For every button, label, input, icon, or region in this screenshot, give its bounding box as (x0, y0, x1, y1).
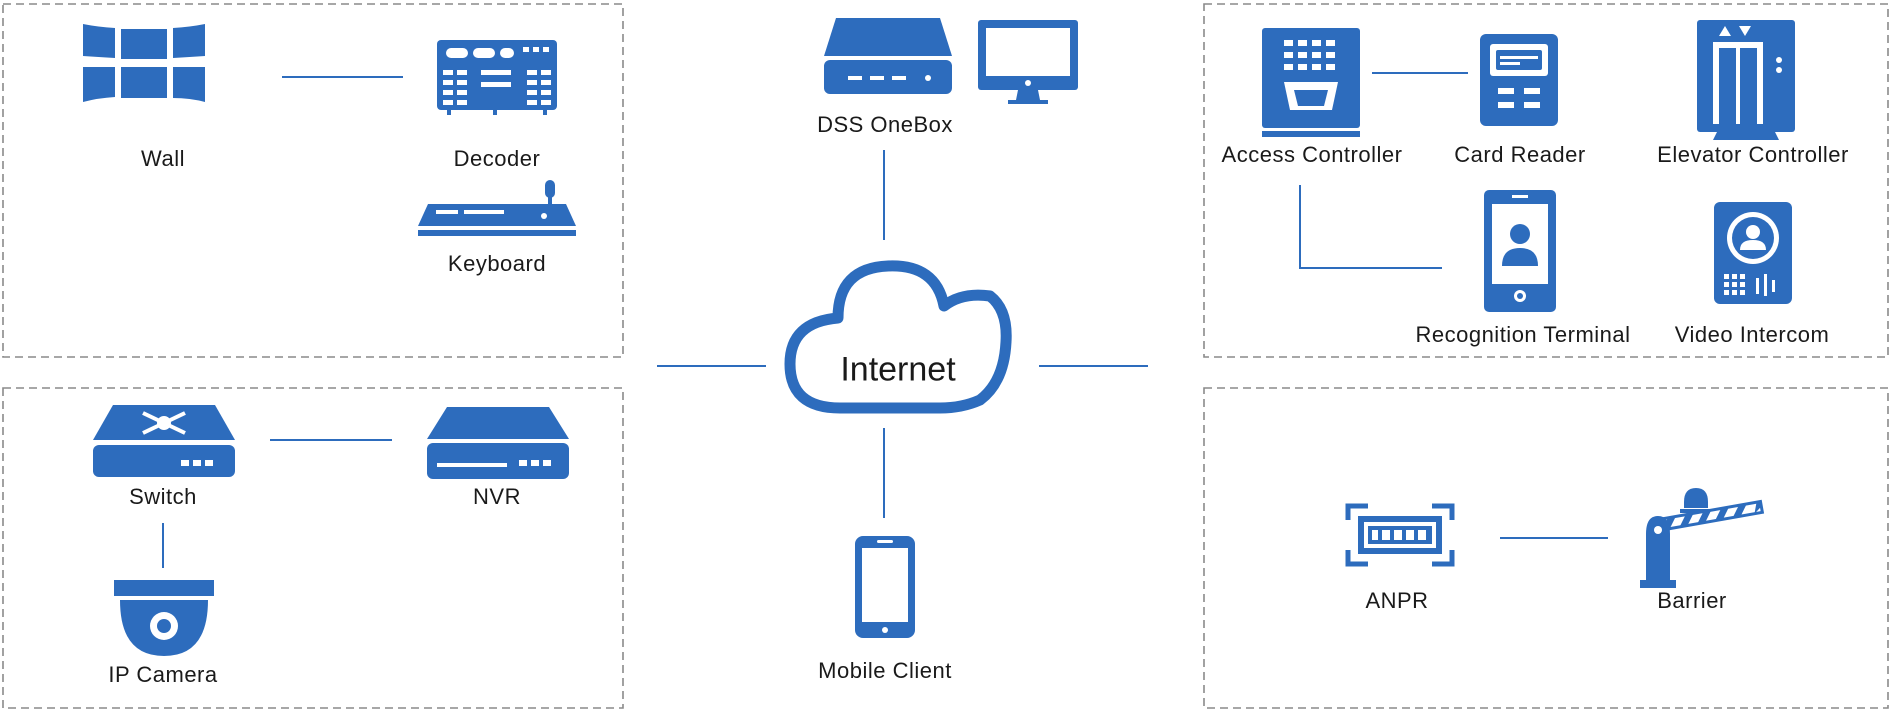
internet-cloud-icon (784, 260, 1012, 414)
nvr-label: NVR (473, 484, 521, 509)
decoder-icon (437, 40, 557, 115)
access-controller-icon (1262, 28, 1360, 137)
video-wall-icon (83, 24, 205, 102)
monitor-icon (978, 20, 1078, 104)
keyboard-label: Keyboard (447, 251, 547, 276)
recognition-terminal-label: Recognition Terminal (1415, 322, 1631, 347)
recognition-terminal-icon (1484, 190, 1556, 312)
keyboard-icon (418, 180, 576, 236)
ip-camera-label: IP Camera (108, 662, 218, 687)
card-reader-label: Card Reader (1454, 142, 1586, 167)
dss-onebox-icon (824, 18, 952, 94)
barrier-label: Barrier (1657, 588, 1727, 613)
elevator-controller-icon (1697, 20, 1795, 140)
connection-lines (162, 72, 1608, 568)
video-wall-group-frame (2, 3, 624, 358)
access-control-group-frame (1203, 3, 1889, 358)
parking-group-frame (1203, 387, 1889, 709)
switch-label: Switch (129, 484, 197, 509)
card-reader-icon (1480, 34, 1558, 126)
barrier-icon (1640, 488, 1765, 588)
decoder-label: Decoder (453, 146, 541, 171)
video-intercom-label: Video Intercom (1674, 322, 1830, 347)
surveillance-group-frame (2, 387, 624, 709)
nvr-icon (427, 407, 569, 479)
wall-label: Wall (141, 146, 185, 171)
mobile-client-label: Mobile Client (818, 658, 952, 683)
mobile-phone-icon (855, 536, 915, 638)
anpr-label: ANPR (1365, 588, 1429, 613)
access-controller-label: Access Controller (1221, 142, 1403, 167)
dss-onebox-label: DSS OneBox (817, 112, 953, 137)
video-intercom-icon (1714, 202, 1792, 304)
switch-icon (93, 405, 235, 477)
internet-label: Internet (840, 350, 956, 389)
anpr-icon (1345, 503, 1455, 567)
access-recognition-link (1299, 185, 1442, 269)
elevator-controller-label: Elevator Controller (1657, 142, 1849, 167)
ip-camera-icon (114, 580, 214, 656)
